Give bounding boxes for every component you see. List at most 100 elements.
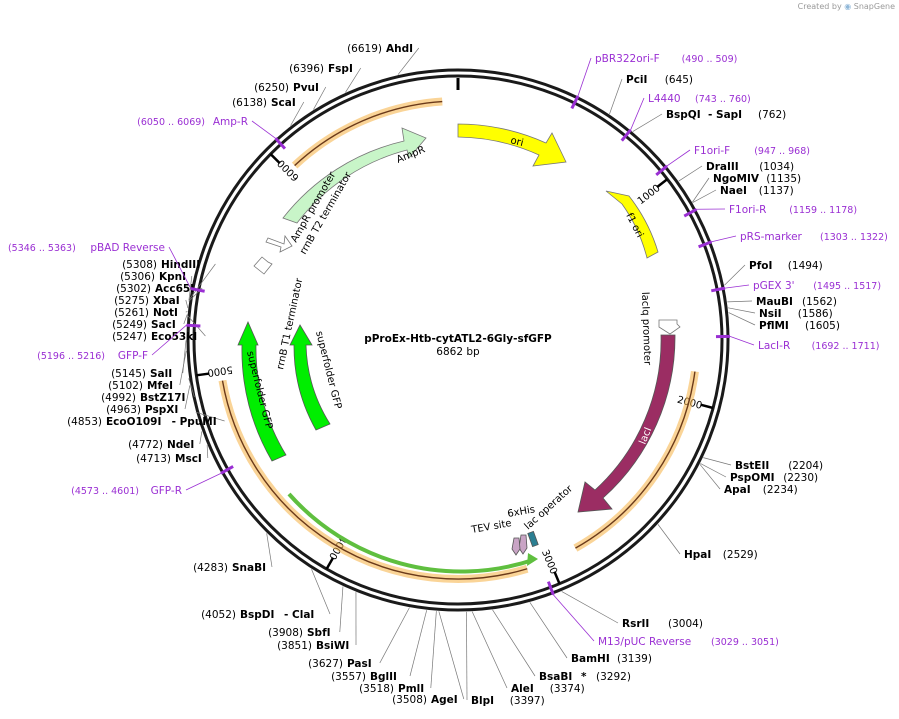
site-ApaI[interactable]: ApaI	[724, 484, 751, 496]
site-PflMI[interactable]: PflMI	[759, 320, 789, 332]
site-BsaBI[interactable]: BsaBI	[539, 671, 572, 683]
feature-lacI[interactable]	[577, 334, 676, 513]
feature-ampR[interactable]	[282, 127, 427, 224]
primer-L4440[interactable]: L4440	[648, 93, 681, 105]
primer-LacI-R[interactable]: LacI-R	[758, 340, 790, 352]
site-MscI[interactable]: MscI	[175, 453, 202, 465]
site-BamHI[interactable]: BamHI	[571, 653, 610, 665]
site-BspDI[interactable]: BspDI	[240, 609, 274, 621]
site-RsrII[interactable]: RsrII	[622, 618, 649, 630]
site-leader	[678, 165, 703, 182]
feature-sfgfp-arc[interactable]	[287, 492, 534, 574]
site-PspOMI[interactable]: PspOMI	[730, 472, 775, 484]
site-position: (2204)	[788, 460, 823, 472]
site-leader	[311, 569, 331, 615]
site-KpnI[interactable]: KpnI	[159, 271, 186, 283]
primer-pGEX 3'[interactable]: pGEX 3'	[753, 280, 795, 292]
site-SalI[interactable]: SalI	[150, 368, 172, 380]
site-PciI[interactable]: PciI	[626, 74, 647, 86]
site-XbaI[interactable]: XbaI	[153, 295, 180, 307]
site-HpaI[interactable]: HpaI	[684, 549, 711, 561]
site-Acc65I[interactable]: Acc65I	[155, 283, 194, 295]
site-leader	[179, 351, 187, 386]
primer-F1ori-R[interactable]: F1ori-R	[729, 204, 766, 216]
site-AgeI[interactable]: AgeI	[431, 694, 458, 706]
feature-6xhis[interactable]	[518, 534, 528, 555]
site-FspI[interactable]: FspI	[328, 63, 353, 75]
site-MfeI[interactable]: MfeI	[147, 380, 173, 392]
feature-sfgfp-1[interactable]	[237, 320, 287, 462]
tick-label: 1000	[636, 183, 663, 207]
primer-pRS-marker[interactable]: pRS-marker	[740, 231, 803, 243]
primer-GFP-F[interactable]: GFP-F	[118, 350, 148, 362]
feature-sfgfp-arc-head	[527, 553, 538, 566]
feature-tev-site[interactable]	[511, 537, 521, 556]
primer-leader	[151, 324, 187, 356]
orf-arc-line	[221, 380, 528, 580]
site-NsiI[interactable]: NsiI	[759, 308, 782, 320]
site-position: (3139)	[617, 653, 652, 665]
feature-f1-ori[interactable]	[605, 190, 659, 259]
primer-GFP-R[interactable]: GFP-R	[151, 485, 182, 497]
site-PspXI[interactable]: PspXI	[145, 404, 178, 416]
site-leader	[466, 611, 468, 701]
site-position: (5249)	[112, 319, 147, 331]
site-position: (3292)	[596, 671, 631, 683]
site-PasI[interactable]: PasI	[347, 658, 372, 670]
site-HindIII[interactable]: HindIII	[161, 259, 200, 271]
primer-Amp-R[interactable]: Amp-R	[213, 116, 248, 128]
site-PfoI[interactable]: PfoI	[749, 260, 772, 272]
sites-right: PciI(645)BspQI- SapI(762)DraIII(1034)Ngo…	[466, 74, 840, 707]
site-NdeI[interactable]: NdeI	[167, 439, 194, 451]
primer-M13/pUC Reverse[interactable]: M13/pUC Reverse	[598, 636, 691, 648]
primer-pBAD Reverse[interactable]: pBAD Reverse	[90, 242, 165, 254]
primer-mark	[274, 137, 287, 150]
site-PmlI[interactable]: PmlI	[398, 683, 424, 695]
site-position: (6138)	[232, 97, 267, 109]
site-position: (3908)	[268, 627, 303, 639]
site-AleI[interactable]: AleI	[511, 683, 534, 695]
site-leader	[471, 611, 508, 689]
site-SnaBI[interactable]: SnaBI	[232, 562, 266, 574]
feature-lac-operator[interactable]	[527, 530, 539, 548]
feature-lacIq-promoter[interactable]	[658, 319, 681, 335]
site-extra: - ClaI	[284, 609, 314, 621]
site-DraIII[interactable]: DraIII	[706, 161, 739, 173]
feature-sfgfp-2[interactable]	[289, 324, 331, 431]
site-BlpI[interactable]: BlpI	[471, 695, 494, 707]
site-position: (3627)	[308, 658, 343, 670]
primer-range: (1303 .. 1322)	[820, 232, 888, 243]
primer-mark	[547, 581, 555, 596]
site-BstZ17I[interactable]: BstZ17I	[140, 392, 185, 404]
site-leader	[266, 533, 273, 568]
site-extra: - SapI	[708, 109, 742, 121]
feature-ori[interactable]	[457, 123, 567, 167]
primer-F1ori-F[interactable]: F1ori-F	[694, 145, 730, 157]
site-NaeI[interactable]: NaeI	[720, 185, 747, 197]
site-PvuI[interactable]: PvuI	[293, 82, 319, 94]
site-BstEII[interactable]: BstEII	[735, 460, 769, 472]
site-position: (3004)	[668, 618, 703, 630]
site-BspQI[interactable]: BspQI	[666, 109, 701, 121]
site-Eco53kI[interactable]: Eco53kI	[151, 331, 197, 343]
site-AhdI[interactable]: AhdI	[386, 43, 413, 55]
tick-5000	[196, 372, 210, 377]
site-NgoMIV[interactable]: NgoMIV	[713, 173, 760, 185]
site-ScaI[interactable]: ScaI	[271, 97, 296, 109]
site-NotI[interactable]: NotI	[153, 307, 178, 319]
feature-rrnB-T1-terminator[interactable]	[253, 256, 273, 275]
primer-leader	[168, 246, 192, 289]
site-MauBI[interactable]: MauBI	[756, 296, 793, 308]
site-position: (5275)	[114, 295, 149, 307]
site-SacI[interactable]: SacI	[151, 319, 176, 331]
tick-3000	[553, 571, 561, 585]
primers: pBR322ori-F(490 .. 509)L4440(743 .. 760)…	[8, 53, 888, 648]
primer-mark	[655, 164, 668, 177]
site-position: (3374)	[550, 683, 585, 695]
site-BglII[interactable]: BglII	[370, 671, 397, 683]
feature-rrnB-T2-terminator[interactable]	[265, 234, 293, 253]
primer-pBR322ori-F[interactable]: pBR322ori-F	[595, 53, 660, 65]
site-SbfI[interactable]: SbfI	[307, 627, 331, 639]
site-BsiWI[interactable]: BsiWI	[316, 640, 349, 652]
site-EcoO109I[interactable]: EcoO109I	[106, 416, 161, 428]
